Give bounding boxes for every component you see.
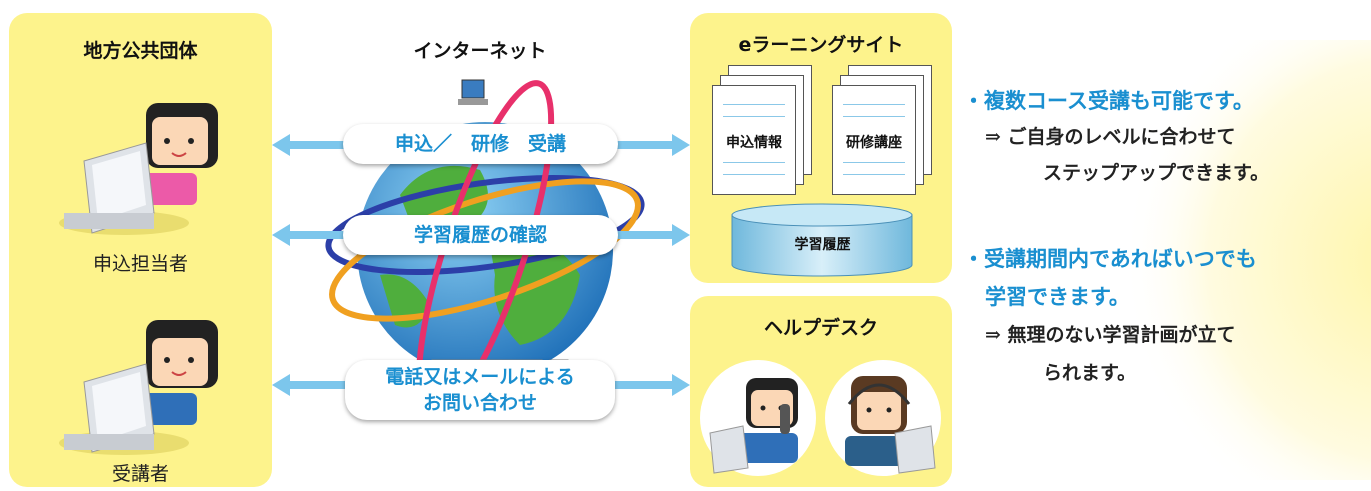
apply-training-pill: 申込／ 研修 受講 — [343, 124, 618, 164]
learning-history-db-label: 学習履歴 — [794, 237, 851, 253]
note-anytime-line1: ・受講期間内であればいつでも — [963, 247, 1257, 271]
local-government-panel: 地方公共団体 申込担当者 受講者 — [9, 13, 272, 487]
apply-training-label: 申込／ 研修 受講 — [394, 133, 566, 155]
contact-label-line2: お問い合わせ — [422, 392, 537, 414]
contact-pill: 電話又はメールによる お問い合わせ — [345, 360, 615, 420]
note-anytime-sub1: ⇒ 無理のない学習計画が立て — [985, 324, 1236, 346]
helpdesk-operator-phone-icon — [700, 360, 816, 476]
note-multiple-courses-sub2: ステップアップできます。 — [1043, 162, 1270, 184]
applicant-label: 申込担当者 — [92, 253, 188, 275]
arrows-right — [602, 134, 690, 396]
helpdesk-title: ヘルプデスク — [763, 317, 878, 339]
database-icon — [731, 203, 913, 277]
arrows-left — [272, 134, 362, 396]
application-info-label: 申込情報 — [726, 135, 782, 151]
history-check-pill: 学習履歴の確認 — [343, 215, 618, 255]
note-multiple-courses: ・複数コース受講も可能です。 — [963, 89, 1254, 113]
note-anytime-sub2: られます。 — [1043, 362, 1137, 384]
course-doc: 研修講座 — [832, 85, 916, 195]
note-multiple-courses-sub1: ⇒ ご自身のレベルに合わせて — [985, 126, 1236, 148]
elearning-title: eラーニングサイト — [738, 34, 904, 56]
applicant-person-icon — [59, 103, 218, 235]
local-government-title: 地方公共団体 — [83, 40, 198, 62]
helpdesk-panel: ヘルプデスク — [690, 296, 952, 487]
trainee-person-icon — [59, 320, 218, 455]
elearning-panel: eラーニングサイト 申込情報 研修講座 学習履歴 — [690, 13, 952, 283]
history-check-label: 学習履歴の確認 — [413, 224, 547, 246]
helpdesk-operator-headset-icon — [825, 360, 941, 476]
course-label: 研修講座 — [846, 135, 902, 151]
note-anytime-line2: 学習できます。 — [985, 285, 1130, 309]
trainee-label: 受講者 — [111, 463, 169, 485]
application-info-doc: 申込情報 — [712, 85, 796, 195]
internet-label: インターネット — [413, 40, 547, 62]
contact-label-line1: 電話又はメールによる — [385, 366, 575, 388]
notes-glow — [1050, 40, 1371, 480]
